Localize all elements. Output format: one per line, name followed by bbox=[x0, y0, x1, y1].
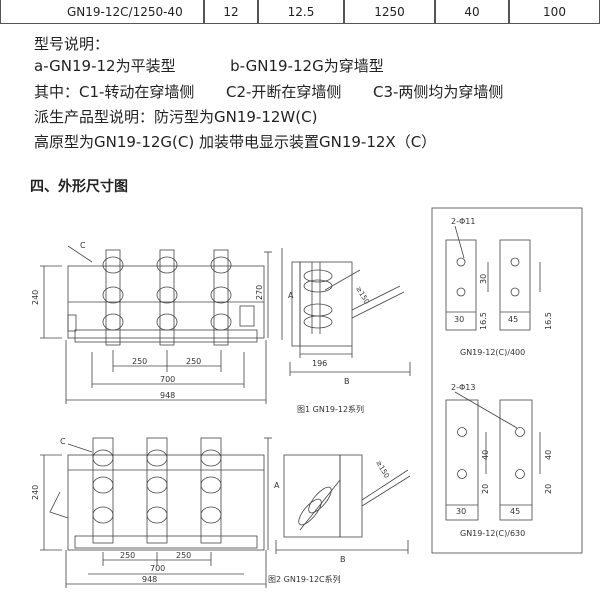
detail400-dim-30h: 30 bbox=[454, 315, 464, 324]
fig1-side-196: 196 bbox=[312, 359, 327, 368]
detail630-dim-40v2: 40 bbox=[544, 450, 553, 460]
detail400-bar-1 bbox=[445, 239, 477, 331]
fig1-side-body bbox=[299, 261, 353, 347]
note-c1: 其中：C1-转动在穿墙侧 bbox=[34, 83, 195, 101]
fig1-dim-250b: 250 bbox=[186, 357, 201, 366]
fig2-dim-250b: 250 bbox=[176, 551, 191, 560]
detail400-hole: 2-Φ11 bbox=[451, 217, 475, 226]
fig1-label-c: C bbox=[80, 241, 86, 250]
notes-line-a: a-GN19-12为平装型 b-GN19-12G为穿墙型 bbox=[34, 55, 384, 76]
fig2-dim-700: 700 bbox=[150, 564, 165, 573]
fig2-label-a: A bbox=[274, 481, 280, 490]
table-cell-current: 1250 bbox=[344, 0, 435, 24]
detail400-dim-16b: 16.5 bbox=[544, 312, 553, 330]
detail-panel bbox=[431, 207, 583, 554]
notes-line-c: 其中：C1-转动在穿墙侧 C2-开断在穿墙侧 C3-两侧均为穿墙侧 bbox=[34, 81, 503, 102]
detail630-dim-20b: 20 bbox=[544, 484, 553, 494]
fig1-pole-2 bbox=[156, 249, 178, 346]
table-cell-max-voltage: 12.5 bbox=[258, 0, 344, 24]
detail630-dim-30h: 30 bbox=[456, 507, 466, 516]
fig1-dim-700: 700 bbox=[160, 375, 175, 384]
detail630-dim-45: 45 bbox=[510, 507, 520, 516]
section-title: 四、外形尺寸图 bbox=[30, 179, 128, 195]
table-cell-model: GN19-12C/1250-40 bbox=[0, 0, 204, 24]
detail630-bar-1 bbox=[445, 399, 479, 521]
fig2-side-150: ≥150 bbox=[374, 459, 391, 480]
note-derived: 派生产品型说明：防污型为GN19-12W(C) bbox=[34, 108, 318, 126]
detail400-dim-16: 16.5 bbox=[479, 312, 488, 330]
fig1-pole-3 bbox=[210, 249, 232, 346]
table-cell-voltage: 12 bbox=[204, 0, 258, 24]
detail630-caption: GN19-12(C)/630 bbox=[460, 529, 525, 538]
fig1-dim-250a: 250 bbox=[132, 357, 147, 366]
detail630-hole: 2-Φ13 bbox=[451, 383, 475, 392]
fig2-side-b: B bbox=[340, 555, 346, 564]
note-b: b-GN19-12G为穿墙型 bbox=[230, 57, 384, 75]
fig1-side-150: ≥150 bbox=[354, 285, 371, 306]
detail400-caption: GN19-12(C)/400 bbox=[460, 348, 525, 357]
detail400-bar-2 bbox=[499, 239, 531, 331]
note-c2: C2-开断在穿墙侧 bbox=[226, 83, 342, 101]
fig1-dim-240: 240 bbox=[31, 290, 40, 305]
detail630-dim-40v: 40 bbox=[481, 450, 490, 460]
fig2-pole-2 bbox=[146, 437, 168, 544]
fig1-caption: 图1 GN19-12系列 bbox=[297, 404, 364, 414]
note-high-altitude: 高原型为GN19-12G(C) 加装带电显示装置GN19-12X（C） bbox=[34, 133, 437, 151]
fig2-pole-3 bbox=[200, 437, 222, 544]
fig1-side-b: B bbox=[344, 377, 350, 386]
detail630-dim-20: 20 bbox=[481, 484, 490, 494]
fig2-pole-1 bbox=[92, 437, 114, 544]
fig2-dim-240: 240 bbox=[31, 485, 40, 500]
fig2-label-c: C bbox=[60, 437, 66, 446]
detail400-dim-45: 45 bbox=[508, 315, 518, 324]
table-cell-short-current: 40 bbox=[435, 0, 509, 24]
fig1-dim-948: 948 bbox=[160, 391, 175, 400]
fig2-caption: 图2 GN19-12C系列 bbox=[268, 574, 341, 584]
detail630-bar-2 bbox=[499, 399, 533, 521]
note-a: a-GN19-12为平装型 bbox=[34, 57, 176, 75]
fig1-label-a: A bbox=[288, 291, 294, 300]
fig2-dim-948: 948 bbox=[142, 575, 157, 584]
fig1-pole-1 bbox=[102, 249, 124, 346]
fig1-dim-270: 270 bbox=[255, 285, 264, 300]
fig2-side-body bbox=[339, 454, 363, 538]
detail400-dim-30v: 30 bbox=[479, 274, 488, 284]
notes-heading: 型号说明： bbox=[34, 35, 110, 53]
note-c3: C3-两侧均为穿墙侧 bbox=[373, 83, 504, 101]
fig2-dim-250a: 250 bbox=[120, 551, 135, 560]
